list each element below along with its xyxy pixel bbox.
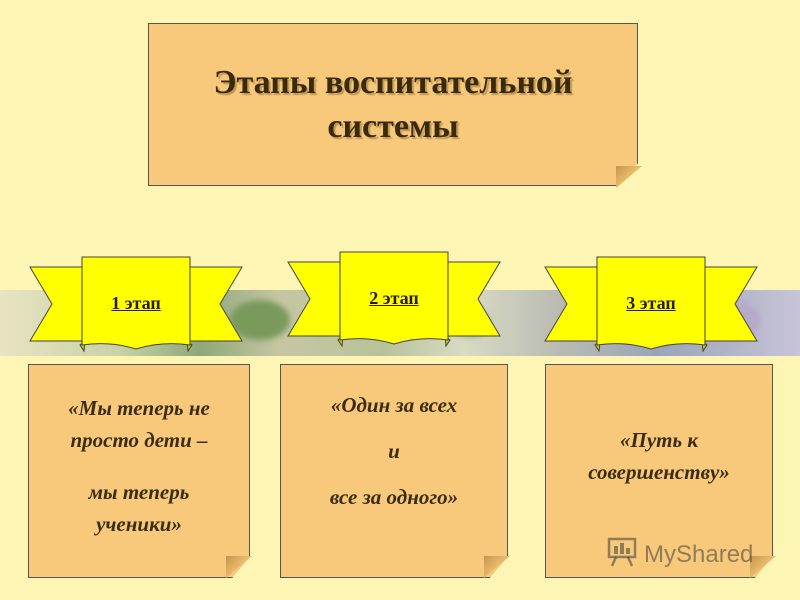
stage-3-ribbon: 3 этап — [544, 255, 758, 355]
foliage-blob — [230, 300, 290, 340]
page-curl — [616, 166, 642, 188]
title-line-2: системы — [327, 107, 459, 145]
stage-2-card: «Один за всех и все за одного» — [280, 364, 508, 578]
title-line-1: Этапы воспитательной — [213, 63, 573, 101]
watermark-text: MyShared — [644, 541, 754, 568]
stage-3-card: «Путь к совершенству» — [545, 364, 773, 578]
stage-1-ribbon: 1 этап — [29, 255, 243, 355]
stage-3-label: 3 этап — [626, 293, 676, 313]
stage-1-text-line: мы теперь — [88, 480, 190, 504]
watermark: MyShared — [606, 536, 753, 574]
stage-1-text-line: «Мы теперь не — [68, 396, 210, 420]
stage-2-label: 2 этап — [369, 288, 419, 308]
stage-3-text-line: «Путь к — [620, 428, 698, 452]
stage-2-text-line: и — [388, 439, 400, 463]
stage-1-text-line: просто дети – — [70, 428, 208, 452]
title-card: Этапы воспитательной системы — [148, 23, 638, 186]
stage-2-ribbon: 2 этап — [287, 250, 501, 350]
stage-2-text-line: «Один за всех — [330, 393, 458, 417]
stage-2-text-line: все за одного» — [329, 485, 459, 509]
stage-3-text-line: совершенству» — [588, 460, 730, 484]
stage-1-label: 1 этап — [111, 293, 161, 313]
stage-1-card: «Мы теперь не просто дети – мы теперь уч… — [28, 364, 250, 578]
stage-1-text-line: ученики» — [96, 512, 182, 536]
presentation-board-icon — [606, 536, 638, 575]
